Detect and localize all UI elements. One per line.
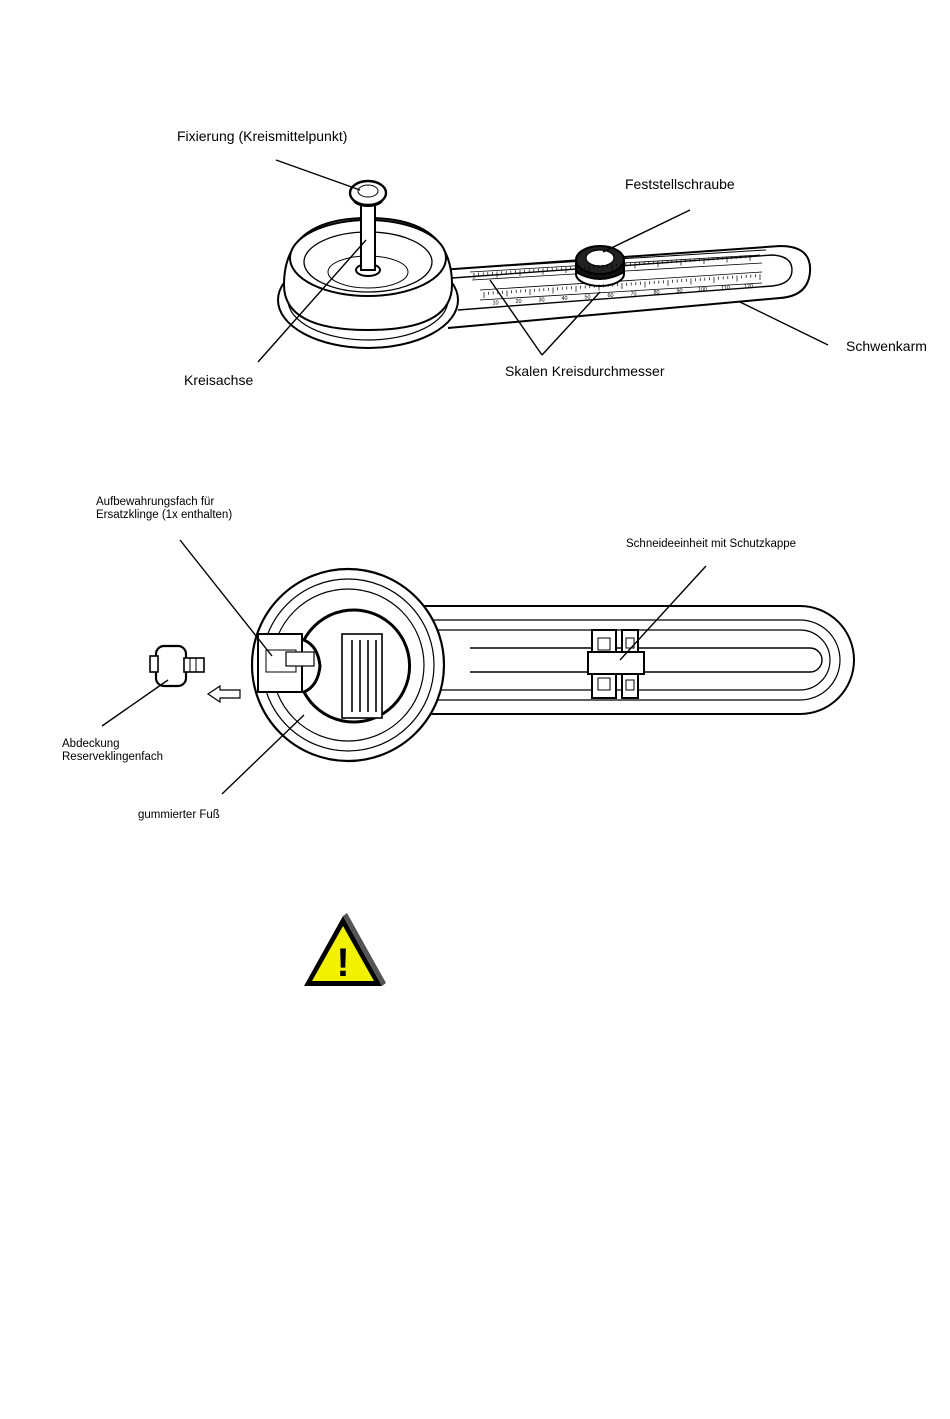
scale-number: 70 — [630, 291, 636, 297]
warning-icon: ! — [304, 913, 386, 986]
label-schneideeinheit: Schneideeinheit mit Schutzkappe — [626, 538, 796, 551]
scale-number: 50 — [584, 294, 590, 300]
scale-number: 40 — [561, 296, 567, 302]
scale-number: 120 — [744, 284, 753, 290]
scale-number: 10 — [492, 300, 498, 306]
leader-feststellschraube — [603, 210, 690, 252]
scale-number: 80 — [653, 290, 659, 296]
scale-number: 60 — [607, 293, 613, 299]
label-fuss: gummierter Fuß — [138, 809, 220, 822]
leader-abdeckung — [102, 680, 168, 726]
leader-aufbewahrungsfach — [180, 540, 272, 656]
top-circle-cutter-drawing — [278, 181, 810, 348]
compartment-key — [286, 652, 314, 666]
label-skalen: Skalen Kreisdurchmesser — [505, 363, 665, 379]
scale-number: 20 — [515, 299, 521, 305]
scale-number: 30 — [538, 297, 544, 303]
label-schwenkarm: Schwenkarm — [846, 338, 927, 354]
center-pin-shaft — [361, 200, 375, 270]
leader-schwenkarm — [740, 302, 828, 345]
bottom-circle-cutter-drawing — [150, 569, 854, 761]
cover-part — [150, 646, 204, 686]
removal-arrow-icon — [208, 686, 240, 702]
label-aufbewahrungsfach: Aufbewahrungsfach für Ersatzklinge (1x e… — [96, 496, 232, 522]
label-abdeckung: Abdeckung Reserveklingenfach — [62, 738, 163, 764]
scale-number: 90 — [676, 288, 682, 294]
cutting-unit — [588, 630, 644, 698]
label-kreisachse: Kreisachse — [184, 372, 253, 388]
scale-number: 110 — [721, 285, 730, 291]
warning-exclamation-icon: ! — [336, 941, 349, 985]
label-feststellschraube: Feststellschraube — [625, 176, 735, 192]
label-fixierung: Fixierung (Kreismittelpunkt) — [177, 128, 347, 144]
leader-fixierung — [276, 160, 360, 190]
leader-fuss — [222, 715, 304, 794]
scale-number: 100 — [698, 287, 707, 293]
